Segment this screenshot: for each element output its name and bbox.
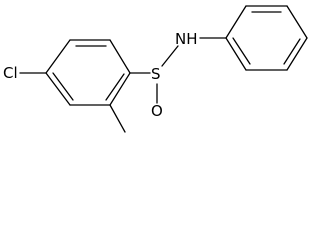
phenyl-ring [225, 5, 308, 71]
ring-a-double-3 [52, 72, 74, 101]
amine-label: NH [175, 30, 198, 48]
ring-b-bond-6 [225, 37, 247, 71]
oxygen-label: O [151, 102, 163, 120]
chemical-structure: Cl S O NH [3, 5, 308, 133]
ring-b-double-3 [232, 37, 251, 65]
ring-a-bond-6 [45, 72, 71, 106]
sulfur-label: S [151, 65, 161, 83]
ring-a-double-2 [105, 73, 125, 101]
ring-b-bond-1 [225, 5, 247, 39]
sulfur-nitrogen-bond [161, 45, 179, 67]
ring-a-bond-1 [45, 39, 71, 74]
ring-b-bond-4 [286, 37, 308, 71]
ring-a-bond-3 [109, 39, 131, 74]
chlorine-label: Cl [3, 64, 18, 82]
ring-a-bond-4 [109, 72, 131, 106]
methyl-bond [109, 104, 126, 133]
chloromethylphenyl-ring [45, 39, 131, 106]
ring-b-bond-3 [286, 5, 308, 39]
ring-b-double-2 [283, 38, 301, 65]
